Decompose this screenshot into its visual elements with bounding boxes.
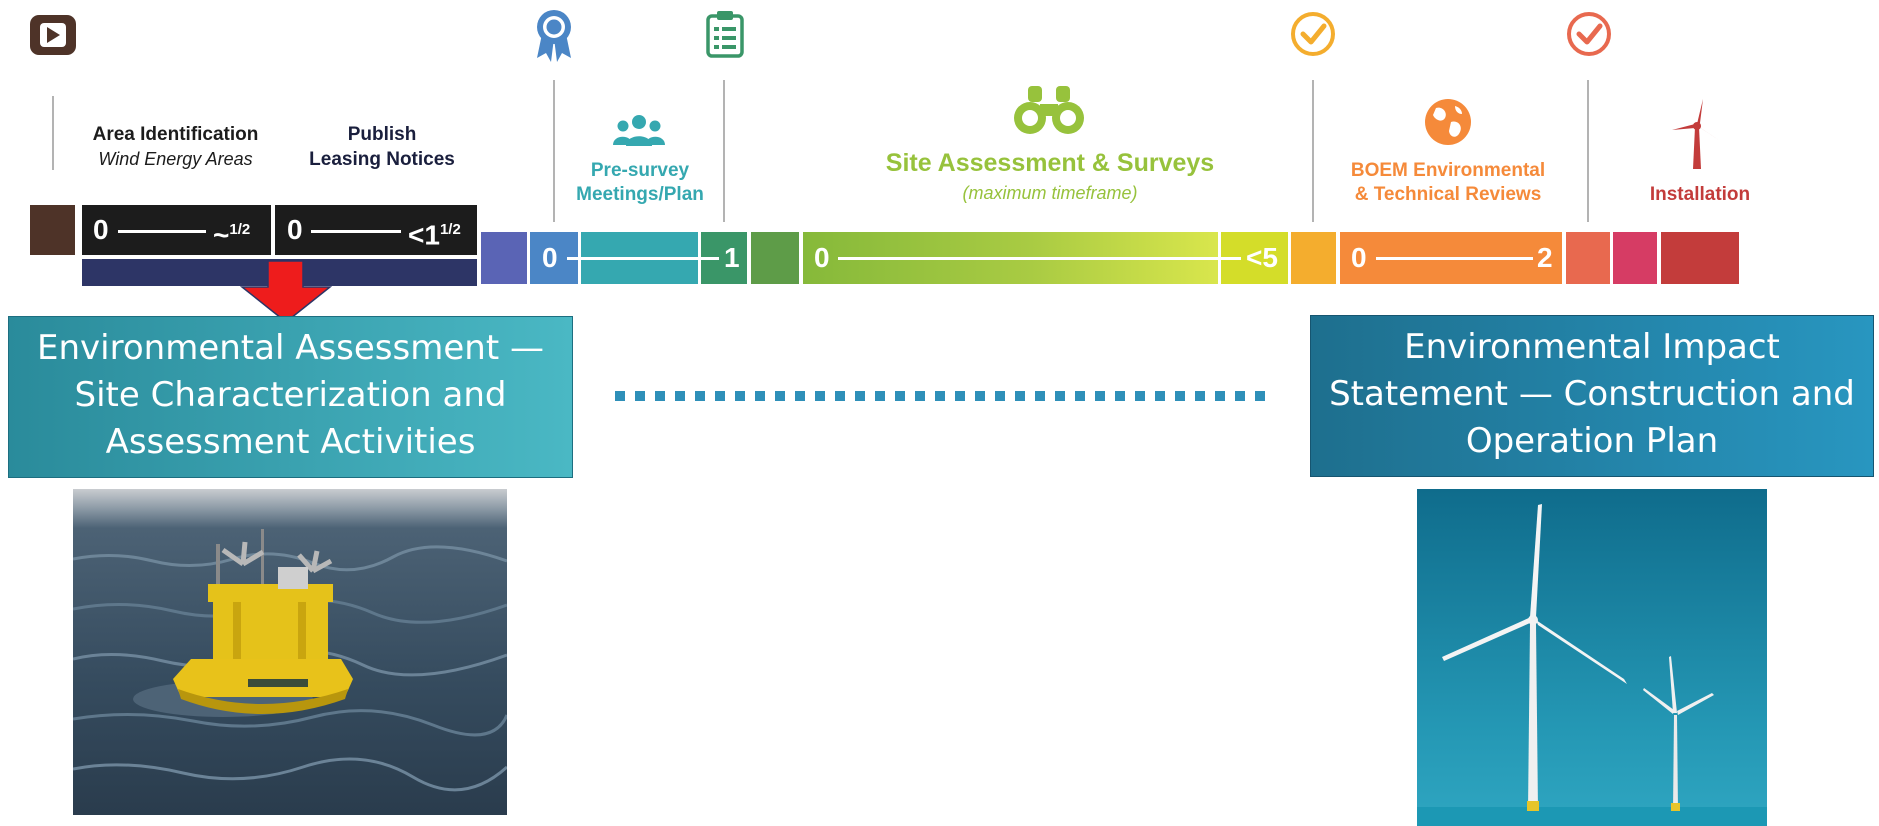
area-duration-start: 0 xyxy=(93,214,109,245)
publish-duration-start: 0 xyxy=(287,214,303,245)
connector-dot xyxy=(1235,391,1245,401)
connector-dot xyxy=(775,391,785,401)
presurvey-duration-end: 1 xyxy=(724,242,740,273)
connector-dot xyxy=(695,391,705,401)
boem-duration-line xyxy=(1376,257,1533,260)
connector-dot xyxy=(1215,391,1225,401)
site-assessment-sublabel: (maximum timeframe) xyxy=(962,183,1138,203)
environmental-assessment-line2: Site Characterization and xyxy=(74,375,507,415)
environmental-impact-statement-box: Environmental Impact Statement — Constru… xyxy=(1310,315,1874,477)
clipboard-checklist-icon xyxy=(706,11,744,58)
down-arrow-icon xyxy=(240,260,332,323)
site-duration-start: 0 xyxy=(814,242,830,273)
divider xyxy=(52,96,54,170)
publish-duration-end: <11/2 xyxy=(408,219,461,251)
presurvey-label-line1: Pre-survey xyxy=(590,160,690,181)
wind-turbines-photo xyxy=(1417,489,1767,826)
divider xyxy=(723,80,725,222)
people-group-icon xyxy=(613,115,665,146)
connector-dot xyxy=(1135,391,1145,401)
divider xyxy=(553,80,555,222)
publish-label-line1: Publish xyxy=(347,124,417,145)
award-ribbon-icon xyxy=(537,10,571,62)
area-identification-label: Area Identification xyxy=(92,124,259,145)
wind-turbine-icon xyxy=(1672,99,1722,169)
environmental-impact-line3: Operation Plan xyxy=(1465,421,1719,461)
connector-dot xyxy=(615,391,625,401)
publish-duration-line xyxy=(311,230,401,233)
check-circle-icon xyxy=(1567,12,1611,56)
play-icon[interactable] xyxy=(30,15,78,57)
leasing-segment xyxy=(481,232,527,284)
connector-dot xyxy=(835,391,845,401)
check-circle-icon xyxy=(1291,12,1335,56)
globe-icon xyxy=(1425,99,1471,145)
installation-segment xyxy=(1661,232,1739,284)
connector-dot xyxy=(1155,391,1165,401)
install-start-segment xyxy=(1613,232,1657,284)
connector-dot xyxy=(955,391,965,401)
divider xyxy=(1587,80,1589,222)
boem-review-label-line2: & Technical Reviews xyxy=(1354,184,1542,205)
connector-dot xyxy=(875,391,885,401)
connector-dot xyxy=(1195,391,1205,401)
area-duration-line xyxy=(118,230,206,233)
connector-dot xyxy=(1095,391,1105,401)
connector-dot xyxy=(915,391,925,401)
boem-duration-start: 0 xyxy=(1351,242,1367,273)
divider xyxy=(1312,80,1314,222)
installation-label: Installation xyxy=(1649,184,1751,205)
connector-dot xyxy=(1055,391,1065,401)
survey-start-segment xyxy=(751,232,799,284)
presurvey-duration-start: 0 xyxy=(542,242,558,273)
connector-dot xyxy=(715,391,725,401)
connector-dot xyxy=(1015,391,1025,401)
connector-dot xyxy=(895,391,905,401)
review-start-segment xyxy=(1291,232,1336,284)
buoy-photo xyxy=(73,489,507,815)
connector-dot xyxy=(735,391,745,401)
site-duration-end: <5 xyxy=(1246,242,1278,273)
connector-dot xyxy=(855,391,865,401)
connector-dot xyxy=(635,391,645,401)
connector-dot xyxy=(1035,391,1045,401)
boem-review-label-line1: BOEM Environmental xyxy=(1350,160,1546,181)
connector-dot xyxy=(755,391,765,401)
area-identification-sublabel: Wind Energy Areas xyxy=(98,149,253,169)
connector-dot xyxy=(1115,391,1125,401)
environmental-assessment-line3: Assessment Activities xyxy=(105,422,476,462)
start-segment xyxy=(30,205,75,255)
environmental-impact-title: Environmental Impact xyxy=(1404,327,1780,367)
connector-dot xyxy=(1175,391,1185,401)
connector-dot xyxy=(795,391,805,401)
connector-dot xyxy=(655,391,665,401)
publish-label-line2: Leasing Notices xyxy=(309,149,455,170)
connector-dot xyxy=(975,391,985,401)
connector-dot xyxy=(935,391,945,401)
environmental-assessment-box: Environmental Assessment — Site Characte… xyxy=(8,316,573,478)
presurvey-label-line2: Meetings/Plan xyxy=(576,184,704,205)
connector-dot xyxy=(815,391,825,401)
boem-duration-end: 2 xyxy=(1537,242,1553,273)
connector-dot xyxy=(1075,391,1085,401)
connector-dot xyxy=(675,391,685,401)
area-duration-end: ~1/2 xyxy=(213,219,251,251)
environmental-impact-line2: Statement — Construction and xyxy=(1329,374,1855,414)
site-duration-line xyxy=(838,257,1241,260)
binoculars-icon xyxy=(1014,86,1084,134)
environmental-assessment-title: Environmental Assessment — xyxy=(37,328,544,368)
site-assessment-label: Site Assessment & Surveys xyxy=(885,149,1215,177)
connector-dot xyxy=(995,391,1005,401)
presurvey-duration-line xyxy=(567,257,719,260)
connector-dot xyxy=(1255,391,1265,401)
review-end-segment xyxy=(1566,232,1610,284)
